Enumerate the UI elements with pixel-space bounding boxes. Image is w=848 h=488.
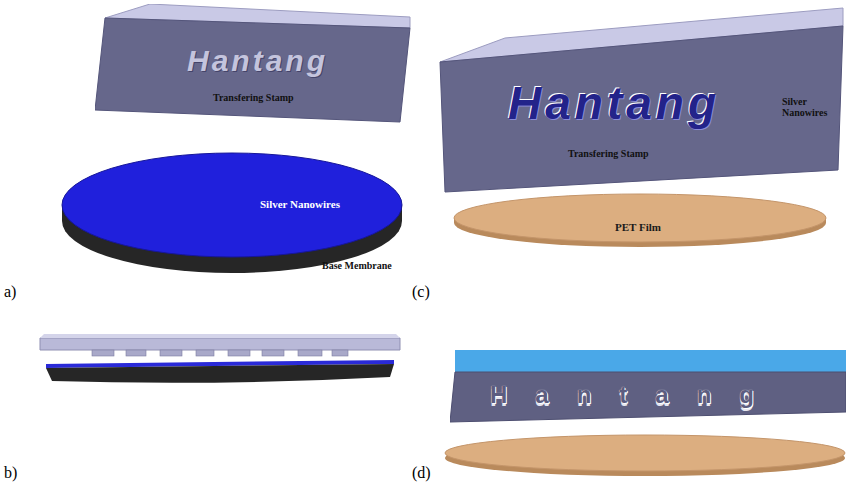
pet-film-top (454, 194, 826, 242)
stamp-lettering: Hantang (187, 44, 328, 78)
stamp-underside (450, 372, 846, 422)
layer-label: Silver Nanowires (260, 198, 340, 210)
transfer-stamp: Hantang (450, 350, 846, 430)
film-label: PET Film (615, 221, 661, 233)
stamp-letters-side (92, 350, 348, 356)
stamp-lettering: Hantang (490, 381, 782, 409)
stamp-lettering: Hantang (508, 76, 720, 130)
panel-label: a) (4, 283, 16, 301)
pet-film (445, 435, 845, 471)
stamp-label: Transfering Stamp (568, 148, 649, 159)
membrane-label: Base Membrane (322, 260, 392, 271)
pet-film: PET Film (450, 192, 830, 250)
nanowire-layer (62, 153, 402, 257)
callout-label: Silver Nanowires (782, 96, 840, 118)
stamp-side (40, 338, 400, 350)
membrane-disc: Silver NanowiresBase Membrane (60, 150, 405, 285)
panel-label: b) (4, 464, 17, 482)
stamp-top-edge (40, 334, 400, 338)
stamp-top-edge (455, 350, 846, 372)
stamp-label: Transfering Stamp (213, 92, 294, 103)
panel-label: (c) (412, 283, 430, 301)
transfer-stamp: HantangTransfering Stamp (95, 4, 413, 126)
base-membrane-side (46, 364, 394, 383)
stamp-underside (95, 18, 410, 122)
stamp-underside (440, 26, 843, 192)
panel-label: (d) (412, 464, 431, 482)
